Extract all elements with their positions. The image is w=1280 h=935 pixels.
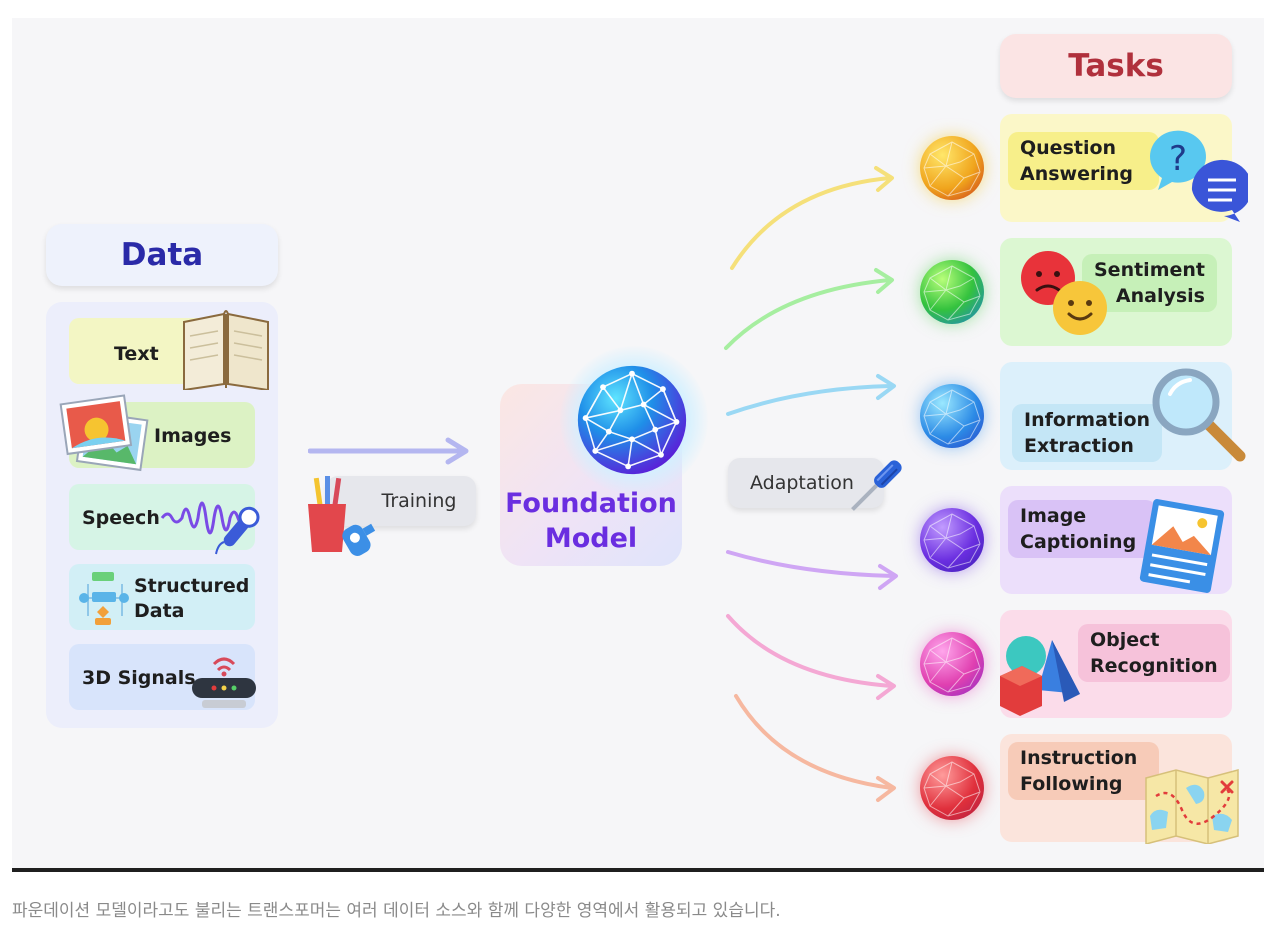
data-title-box: Data: [46, 224, 278, 286]
foundation-model-diagram: Data Text Images Speech: [12, 18, 1264, 868]
task-sphere-information-extraction: [920, 384, 984, 448]
adaptation-label-box: Adaptation: [728, 458, 884, 508]
task-object-recognition-line1: Object: [1090, 629, 1160, 651]
tasks-title: Tasks: [1068, 48, 1164, 84]
task-question-answering-label: Question Answering: [1008, 132, 1159, 190]
data-item-images-label: Images: [154, 425, 232, 447]
pencil-cup-icon: [308, 476, 376, 556]
task-sentiment-analysis-line2: Analysis: [1115, 285, 1205, 307]
task-sphere-question-answering: [920, 136, 984, 200]
data-item-3d-signals: [69, 644, 255, 710]
emoji-faces-icon: [1021, 251, 1107, 335]
data-item-text-label: Text: [114, 343, 159, 365]
task-object-recognition-line2: Recognition: [1090, 655, 1218, 677]
data-item-structured-line1: Structured: [134, 575, 250, 597]
task-information-extraction-line2: Extraction: [1024, 435, 1134, 457]
foundation-model-line1: Foundation: [505, 488, 677, 519]
task-object-recognition-label: Object Recognition: [1078, 624, 1230, 682]
data-item-structured-line2: Data: [134, 600, 185, 622]
task-information-extraction-label: Information Extraction: [1012, 404, 1163, 462]
router-icon: [192, 657, 256, 708]
svg-text:?: ?: [1169, 139, 1187, 179]
task-image-captioning-line1: Image: [1020, 505, 1087, 527]
data-item-speech-label: Speech: [82, 507, 160, 529]
task-sphere-sentiment-analysis: [920, 260, 984, 324]
training-label-box: Training: [326, 476, 476, 526]
task-sphere-image-captioning: [920, 508, 984, 572]
task-instruction-following-line2: Following: [1020, 773, 1123, 795]
task-image-captioning-label: Image Captioning: [1008, 500, 1157, 558]
task-arrows: [724, 166, 898, 802]
arrow-information-extraction: [726, 384, 894, 416]
tasks-title-box: Tasks: [1000, 34, 1232, 98]
shapes-icon: [1000, 636, 1080, 716]
arrow-instruction-following: [734, 694, 894, 790]
training-label: Training: [381, 490, 457, 512]
microphone-wave-icon: [160, 501, 260, 555]
task-sphere-object-recognition: [920, 632, 984, 696]
photos-icon: [59, 394, 149, 472]
arrow-image-captioning: [726, 550, 896, 578]
sphere-mesh-overlay: [923, 141, 981, 817]
task-information-extraction-line1: Information: [1024, 409, 1151, 431]
task-sentiment-analysis-line1: Sentiment: [1094, 259, 1205, 281]
figure-bottom-rule: [12, 868, 1264, 872]
treasure-map-icon: [1145, 769, 1239, 844]
flowchart-icon: [79, 572, 129, 625]
task-sphere-instruction-following: [920, 756, 984, 820]
arrow-object-recognition: [726, 614, 894, 688]
arrow-sentiment-analysis: [724, 278, 892, 350]
figure-caption: 파운데이션 모델이라고도 불리는 트랜스포머는 여러 데이터 소스와 함께 다양…: [12, 901, 781, 921]
training-arrow: [308, 437, 469, 465]
task-instruction-following-label: Instruction Following: [1008, 742, 1160, 800]
picture-caption-icon: [1139, 499, 1225, 593]
data-title: Data: [120, 237, 204, 273]
foundation-model-line2: Model: [544, 523, 638, 554]
book-icon: [183, 310, 269, 390]
task-image-captioning-line2: Captioning: [1020, 531, 1137, 553]
foundation-model-title: Foundation Model: [500, 486, 682, 556]
task-sentiment-analysis-label: Sentiment Analysis: [1082, 254, 1217, 312]
task-question-answering-line2: Answering: [1020, 163, 1133, 185]
magnifier-icon: [1152, 368, 1246, 462]
arrow-question-answering: [730, 176, 892, 270]
screwdriver-icon: [851, 460, 902, 511]
data-item-3d-signals-label: 3D Signals: [82, 667, 196, 689]
network-globe-icon: [577, 365, 687, 475]
task-instruction-following-line1: Instruction: [1020, 747, 1138, 769]
speech-bubbles-icon: ?: [1149, 130, 1248, 222]
task-question-answering-line1: Question: [1020, 137, 1117, 159]
adaptation-label: Adaptation: [750, 472, 854, 494]
